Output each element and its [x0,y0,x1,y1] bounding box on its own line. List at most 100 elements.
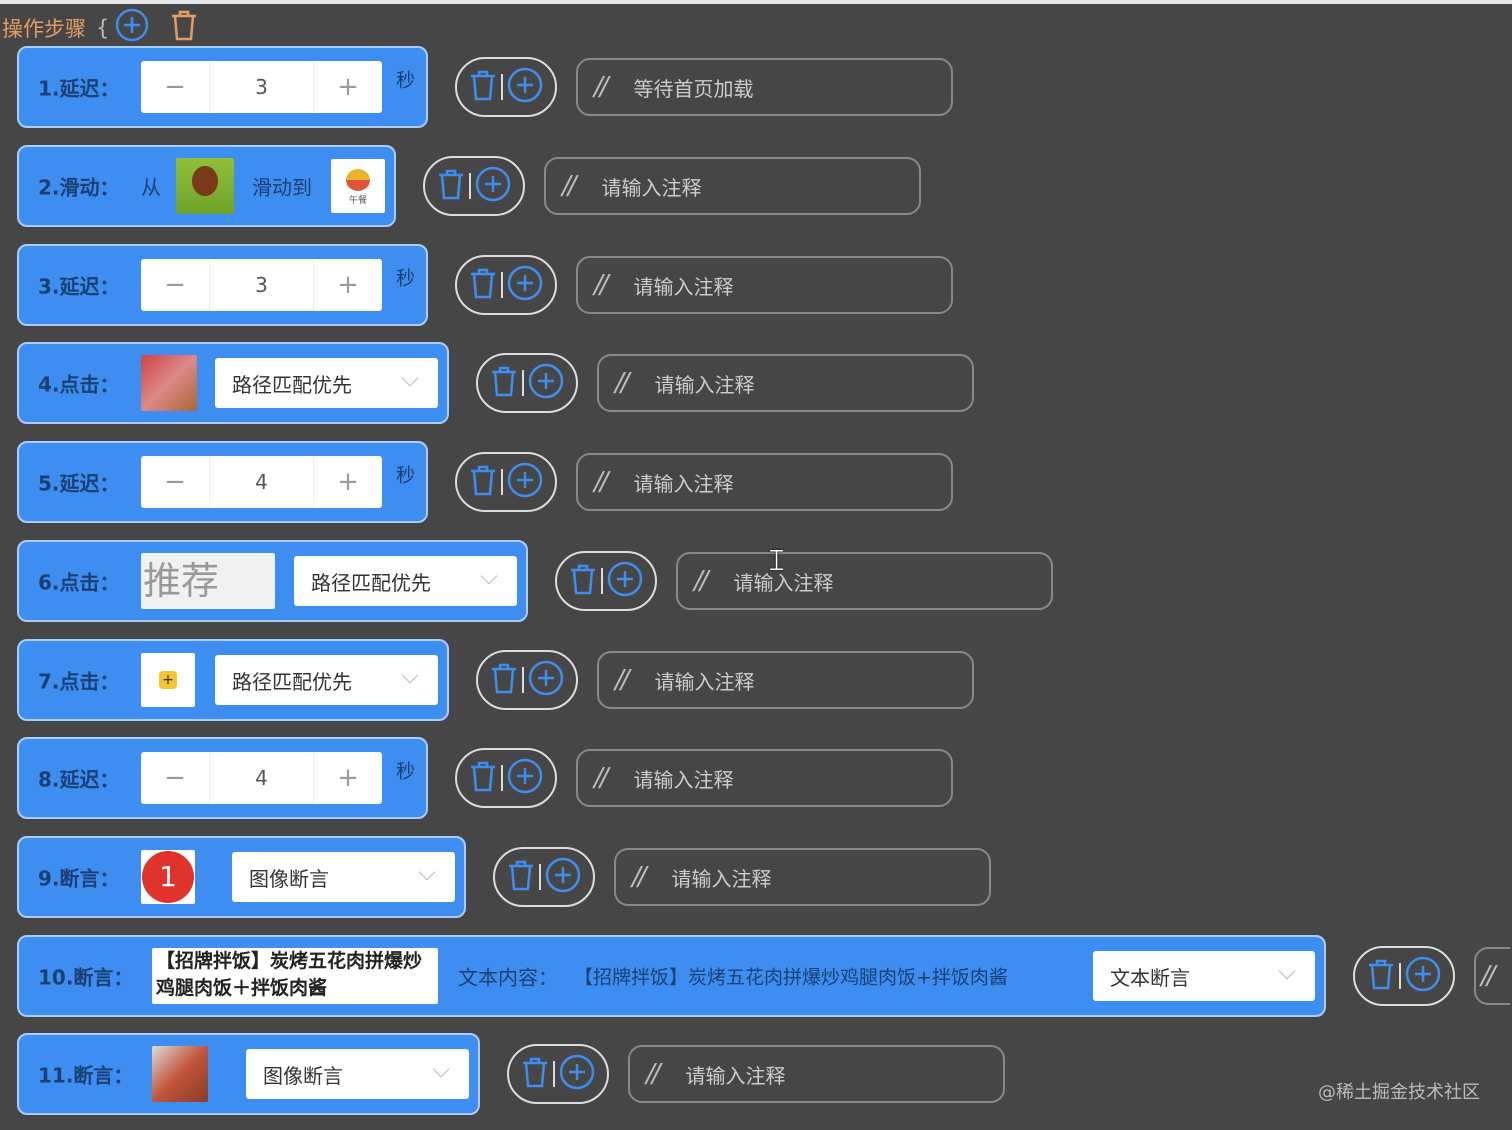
comment-text[interactable]: 请输入注释 [601,175,702,200]
comment-text[interactable]: 请输入注释 [733,570,834,595]
trash-icon[interactable] [489,661,519,699]
plus-circle-icon[interactable] [527,362,565,404]
comment-text[interactable]: 请输入注释 [633,274,734,299]
plus-circle-icon[interactable] [506,264,544,306]
step-label: 8.延迟： [38,767,120,792]
plus-circle-icon[interactable] [506,757,544,799]
comment-input[interactable]: // 请输入注释 [544,157,921,215]
trash-icon[interactable] [436,167,466,205]
select-value: 文本断言 [1110,965,1190,990]
trash-icon[interactable] [489,364,519,402]
brace: { [96,15,110,40]
comment-input[interactable]: //请输入注释 [597,651,974,709]
step-label: 3.延迟： [38,274,120,299]
trash-icon[interactable] [506,858,536,896]
delay-stepper[interactable]: −4 + [141,456,382,508]
step-actions [1353,946,1455,1006]
select-dropdown[interactable]: 图像断言 [246,1049,469,1099]
select-dropdown[interactable]: 路径匹配优先 [215,655,438,705]
comment-text[interactable]: 请输入注释 [654,669,755,694]
plus-circle-icon[interactable] [558,1053,596,1095]
plus-circle-icon[interactable] [115,8,149,47]
trash-icon[interactable] [169,8,199,47]
divider [601,568,603,594]
increment-button[interactable]: + [337,72,359,102]
trash-icon[interactable] [568,562,598,600]
comment-text[interactable]: 请输入注释 [654,372,755,397]
select-value: 路径匹配优先 [311,570,431,595]
unit-label: 秒 [396,464,416,487]
step-actions [455,57,557,117]
comment-input[interactable]: // 请输入注释 [576,256,953,314]
decrement-button[interactable]: − [164,763,186,793]
comment-input[interactable]: //请输入注释 [576,453,953,511]
trash-icon[interactable] [468,266,498,304]
comment-input[interactable]: // 等待首页加载 [576,58,953,116]
stepper-value[interactable]: 4 [209,752,314,804]
plus-circle-icon[interactable] [1404,955,1442,997]
comment-input[interactable]: //请输入注释 [628,1045,1005,1103]
step-label: 10.断言： [38,965,134,990]
divider [501,469,503,495]
increment-button[interactable]: + [337,270,359,300]
comment-input[interactable]: //请输入注释 [597,354,974,412]
step-label: 2.滑动： [38,175,120,200]
comment-slash: // [594,72,608,102]
select-dropdown[interactable]: 图像断言 [232,852,455,902]
decrement-button[interactable]: − [164,270,186,300]
step-block: 2.滑动：从滑动到午餐 [17,145,396,227]
plus-circle-icon[interactable] [506,461,544,503]
comment-input[interactable]: //请输入注释 [676,552,1053,610]
chevron-down-icon [401,369,419,387]
plus-circle-icon[interactable] [474,165,512,207]
plus-circle-icon[interactable] [527,659,565,701]
increment-button[interactable]: + [337,763,359,793]
click-target-thumbnail: + [141,653,195,707]
decrement-button[interactable]: − [164,467,186,497]
top-edge [0,0,1512,4]
comment-input[interactable]: //请输入注释 [576,749,953,807]
step-actions [455,452,557,512]
select-value: 图像断言 [249,866,329,891]
comment-text[interactable]: 请输入注释 [633,471,734,496]
comment-slash: // [594,270,608,300]
comment-input[interactable]: //请输入注释 [614,848,991,906]
step-actions [476,650,578,710]
trash-icon[interactable] [1366,957,1396,995]
stepper-value[interactable]: 3 [209,259,314,311]
comment-text[interactable]: 等待首页加载 [633,76,754,101]
plus-circle-icon[interactable] [544,856,582,898]
delay-stepper[interactable]: −4 + [141,752,382,804]
comment-text[interactable]: 请输入注释 [671,866,772,891]
select-dropdown[interactable]: 文本断言 [1093,951,1315,1001]
trash-icon[interactable] [520,1055,550,1093]
step-label: 7.点击： [38,669,120,694]
select-value: 图像断言 [263,1063,343,1088]
stepper-value[interactable]: 4 [209,456,314,508]
trash-icon[interactable] [468,463,498,501]
select-dropdown[interactable]: 路径匹配优先 [294,556,517,606]
comment-input[interactable]: // [1474,947,1510,1005]
text-cursor-icon: 𝙸 [766,543,788,578]
comment-slash: // [562,171,576,201]
divider [553,1061,555,1087]
increment-button[interactable]: + [337,467,359,497]
stepper-value[interactable]: 3 [209,61,314,113]
step-block: 3.延迟：−3+秒 [17,244,428,326]
trash-icon[interactable] [468,759,498,797]
plus-circle-icon[interactable] [506,66,544,108]
swipe-to-thumbnail: 午餐 [331,159,385,213]
decrement-button[interactable]: − [164,72,186,102]
unit-label: 秒 [396,760,416,783]
plus-circle-icon[interactable] [606,560,644,602]
delay-stepper[interactable]: −3 + [141,61,382,113]
comment-text[interactable]: 请输入注释 [685,1063,786,1088]
select-value: 路径匹配优先 [232,669,352,694]
select-dropdown[interactable]: 路径匹配优先 [215,358,438,408]
chevron-down-icon [1278,962,1296,980]
step-block: 1.延迟：−3+秒 [17,46,428,128]
trash-icon[interactable] [468,68,498,106]
step-label: 11.断言： [38,1063,134,1088]
delay-stepper[interactable]: −3 + [141,259,382,311]
comment-text[interactable]: 请输入注释 [633,767,734,792]
